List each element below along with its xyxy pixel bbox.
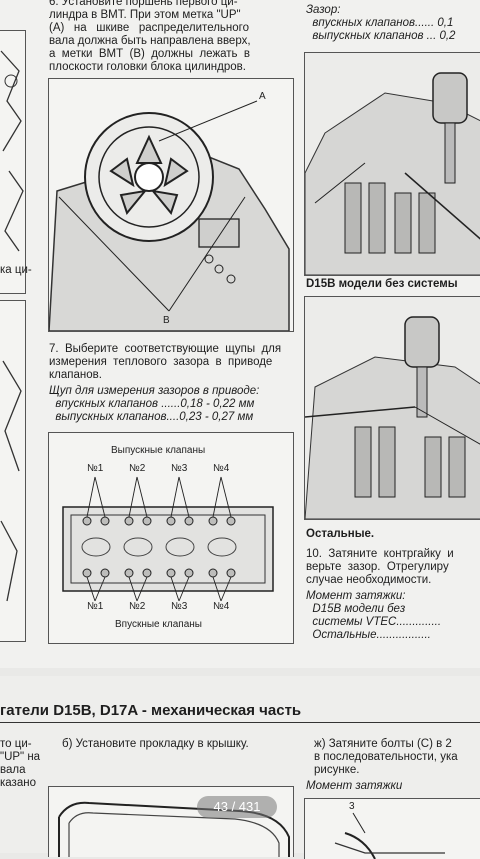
intake-valves-title: Впускные клапаны bbox=[115, 619, 202, 630]
cyl-label-top: №4 bbox=[213, 463, 230, 474]
label-b: B bbox=[163, 315, 170, 326]
page2-left-line: казано bbox=[0, 777, 36, 789]
bolt-sequence-drawing bbox=[334, 812, 445, 859]
cyl-label-top: №2 bbox=[129, 463, 146, 474]
cyl-label-top: №3 bbox=[171, 463, 188, 474]
torque-line: системы VTEC.............. bbox=[306, 616, 442, 628]
left-cut-drawing bbox=[0, 50, 24, 252]
left-cut-figure-2 bbox=[0, 300, 26, 642]
cylinder-head-drawing bbox=[62, 476, 274, 602]
clearance-line: Зазор: bbox=[306, 4, 341, 16]
camshaft-pulley-figure: A B bbox=[48, 78, 294, 332]
valve-adjust-drawing-1 bbox=[305, 53, 480, 275]
cyl-label-bottom: №1 bbox=[87, 601, 104, 612]
step6-line: 6. Установите поршень первого ци- bbox=[49, 0, 238, 8]
cyl-label-bottom: №3 bbox=[171, 601, 188, 612]
cyl-label-bottom: №4 bbox=[213, 601, 230, 612]
caption-d15b: D15B модели без системы bbox=[306, 278, 458, 290]
header-rule bbox=[0, 722, 480, 723]
page2-right-line: рисунке. bbox=[314, 764, 360, 776]
caption-others: Остальные. bbox=[306, 528, 375, 540]
step6-line: вала должна быть направлена вверх, bbox=[49, 35, 251, 47]
step7-line: клапанов. bbox=[49, 369, 102, 381]
page2-right-line: в последовательности, ука bbox=[314, 751, 458, 763]
callout-3: 3 bbox=[349, 801, 355, 812]
step6-line: а метки ВМТ (B) должны лежать в bbox=[49, 48, 251, 60]
manual-page-bottom: гатели D15B, D17A - механическая часть т… bbox=[0, 676, 480, 859]
left-cut-figure bbox=[0, 30, 26, 294]
step7-spec-line: впускных клапанов ......0,18 - 0,22 мм bbox=[49, 398, 255, 410]
cyl-label-bottom: №2 bbox=[129, 601, 146, 612]
left-cut-drawing-2 bbox=[0, 360, 22, 602]
step10-line: случае необходимости. bbox=[306, 574, 432, 586]
valve-adjust-figure-1 bbox=[304, 52, 480, 276]
page2-left-line: то ци- bbox=[0, 738, 32, 750]
clearance-line: выпускных клапанов ... 0,2 bbox=[306, 30, 456, 42]
step7-line: 7. Выберите соответствующие щупы для bbox=[49, 343, 282, 355]
valve-adjust-figure-2 bbox=[304, 296, 480, 520]
step10-line: 10. Затяните контргайку и bbox=[306, 548, 454, 560]
step6-line: (A) на шкиве распределительного bbox=[49, 22, 249, 34]
camshaft-pulley-drawing bbox=[49, 100, 290, 331]
clearance-line: впускных клапанов...... 0,1 bbox=[306, 17, 454, 29]
step6-line: плоскости головки блока цилиндров. bbox=[49, 61, 246, 73]
cyl-label-top: №1 bbox=[87, 463, 104, 474]
step7-line: измерения теплового зазора в приводе bbox=[49, 356, 273, 368]
page2-header: гатели D15B, D17A - механическая часть bbox=[0, 702, 302, 719]
step10-line: верьте зазор. Отрегулиру bbox=[306, 561, 449, 573]
left-fragment: ка ци- bbox=[0, 264, 32, 276]
torque-line: D15B модели без bbox=[306, 603, 406, 615]
exhaust-valves-title: Выпускные клапаны bbox=[111, 445, 206, 456]
page2-left-line: "UP" на bbox=[0, 751, 41, 763]
torque-line: Момент затяжки: bbox=[306, 590, 406, 602]
step7-spec-line: Щуп для измерения зазоров в приводе: bbox=[49, 385, 260, 397]
page2-right-line: ж) Затяните болты (C) в 2 bbox=[314, 738, 452, 750]
valve-layout-figure: Выпускные клапаны №1 №2 №3 №4 bbox=[48, 432, 294, 644]
page2-step-b: б) Установите прокладку в крышку. bbox=[62, 738, 249, 750]
label-a: A bbox=[259, 91, 266, 102]
torque-line: Остальные................. bbox=[306, 629, 431, 641]
step7-spec-line: выпускных клапанов....0,23 - 0,27 мм bbox=[49, 411, 254, 423]
bolt-sequence-figure: 3 bbox=[304, 798, 480, 859]
page-indicator: 43 / 431 bbox=[197, 796, 277, 818]
page2-left-line: вала bbox=[0, 764, 26, 776]
step6-line: линдра в ВМТ. При этом метка "UP" bbox=[49, 9, 241, 21]
page2-torque-label: Момент затяжки bbox=[306, 780, 403, 792]
manual-page-top: 6. Установите поршень первого ци- линдра… bbox=[0, 0, 480, 644]
valve-adjust-drawing-2 bbox=[305, 297, 480, 519]
